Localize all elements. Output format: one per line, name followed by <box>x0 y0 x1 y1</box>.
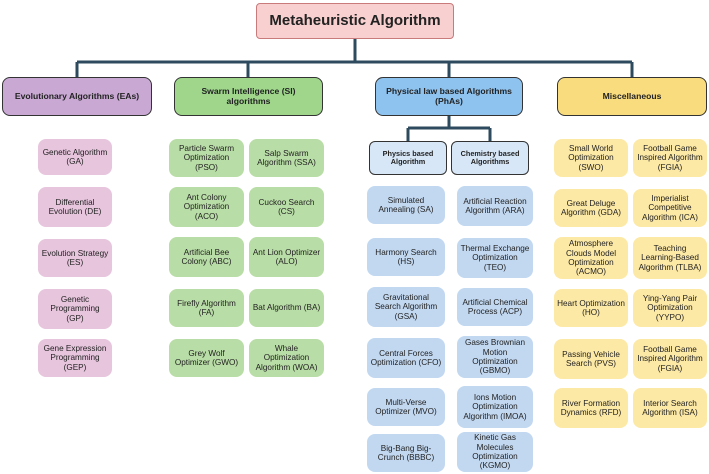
misc-item: Football Game Inspired Algorithm (FGIA) <box>633 139 707 177</box>
misc-item: Passing Vehicle Search (PVS) <box>554 339 628 379</box>
misc-item: Small World Optimization (SWO) <box>554 139 628 177</box>
subcategory-physics: Physics based Algorithm <box>369 141 447 175</box>
misc-item: Interior Search Algorithm (ISA) <box>633 388 707 428</box>
ea-item: Genetic Algorithm (GA) <box>38 139 112 175</box>
physics-item: Gravitational Search Algorithm (GSA) <box>367 287 445 327</box>
category-misc: Miscellaneous <box>557 77 707 116</box>
si-item: Salp Swarm Algorithm (SSA) <box>249 139 324 177</box>
misc-item: Atmosphere Clouds Model Optimization (AC… <box>554 237 628 279</box>
chemistry-item: Artificial Chemical Process (ACP) <box>457 288 533 326</box>
physics-item: Harmony Search (HS) <box>367 238 445 276</box>
physics-item: Multi-Verse Optimizer (MVO) <box>367 388 445 426</box>
si-item: Bat Algorithm (BA) <box>249 289 324 327</box>
physics-item: Simulated Annealing (SA) <box>367 186 445 224</box>
chemistry-item: Ions Motion Optimization Algorithm (IMOA… <box>457 386 533 428</box>
root-node: Metaheuristic Algorithm <box>256 3 454 39</box>
chemistry-item: Gases Brownian Motion Optimization (GBMO… <box>457 336 533 378</box>
category-evolutionary: Evolutionary Algorithms (EAs) <box>2 77 152 116</box>
si-item: Artificial Bee Colony (ABC) <box>169 237 244 277</box>
category-swarm: Swarm Intelligence (SI) algorithms <box>174 77 323 116</box>
misc-item: Teaching Learning-Based Algorithm (TLBA) <box>633 237 707 279</box>
si-item: Cuckoo Search (CS) <box>249 187 324 227</box>
misc-item: River Formation Dynamics (RFD) <box>554 388 628 428</box>
ea-item: Gene Expression Programming (GEP) <box>38 339 112 377</box>
ea-item: Genetic Programming (GP) <box>38 289 112 329</box>
chemistry-item: Artificial Reaction Algorithm (ARA) <box>457 186 533 226</box>
misc-item: Great Deluge Algorithm (GDA) <box>554 189 628 227</box>
physics-item: Central Forces Optimization (CFO) <box>367 338 445 378</box>
misc-item: Imperialist Competitive Algorithm (ICA) <box>633 189 707 227</box>
si-item: Ant Colony Optimization (ACO) <box>169 187 244 227</box>
chemistry-item: Thermal Exchange Optimization (TEO) <box>457 238 533 278</box>
physics-item: Big-Bang Big-Crunch (BBBC) <box>367 434 445 472</box>
misc-item: Ying-Yang Pair Optimization (YYPO) <box>633 289 707 327</box>
misc-item: Football Game Inspired Algorithm (FGIA) <box>633 339 707 379</box>
ea-item: Differential Evolution (DE) <box>38 187 112 227</box>
si-item: Particle Swarm Optimization (PSO) <box>169 139 244 177</box>
misc-item: Heart Optimization (HO) <box>554 289 628 327</box>
si-item: Whale Optimization Algorithm (WOA) <box>249 339 324 377</box>
chemistry-item: Kinetic Gas Molecules Optimization (KGMO… <box>457 432 533 472</box>
si-item: Grey Wolf Optimizer (GWO) <box>169 339 244 377</box>
si-item: Firefly Algorithm (FA) <box>169 289 244 327</box>
ea-item: Evolution Strategy (ES) <box>38 239 112 277</box>
si-item: Ant Lion Optimizer (ALO) <box>249 237 324 277</box>
subcategory-chemistry: Chemistry based Algorithms <box>451 141 529 175</box>
category-physical: Physical law based Algorithms (PhAs) <box>375 77 523 116</box>
